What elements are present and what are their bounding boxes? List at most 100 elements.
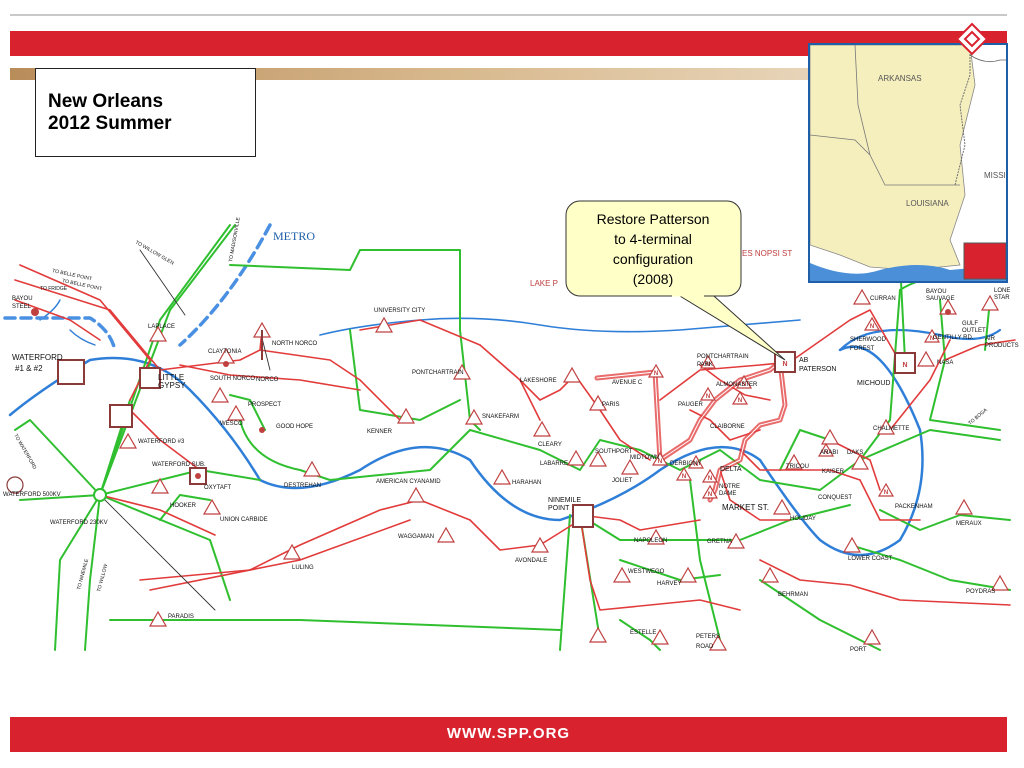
bayou-sauvage-label: BAYOU	[926, 289, 947, 295]
substation-icon	[842, 536, 862, 553]
lakeshore-label: LAKESHORE	[520, 378, 557, 384]
gulf-outlet-label: GULF	[962, 321, 978, 327]
substation-icon	[492, 468, 512, 485]
substation-icon	[876, 418, 896, 435]
substation-icon	[436, 526, 456, 543]
nasa-label: NASA	[937, 360, 953, 366]
southport-label: SOUTHPORT	[595, 449, 633, 455]
header-rule	[10, 14, 1007, 16]
substation-icon	[148, 610, 168, 627]
to-waterford-label: TO WATERFORD	[12, 433, 37, 471]
little-gypsy-station-icon	[139, 367, 161, 389]
nopsi-marker-icon: N	[682, 474, 686, 480]
substation-icon	[708, 634, 728, 651]
spp-diamond-logo-icon	[955, 22, 989, 56]
sherwood-forest-label: SHERWOOD	[850, 337, 887, 343]
waterford-500-label: WATERFORD 500KV	[3, 492, 61, 498]
nopsi-marker-icon: N	[824, 450, 828, 456]
substation-icon	[650, 628, 670, 645]
substation-icon	[530, 536, 550, 553]
waterford3-station-icon	[109, 404, 133, 428]
red-lines	[14, 264, 1016, 611]
substation-icon	[302, 460, 322, 477]
delta-label: DELTA	[720, 466, 742, 473]
estelle-label: ESTELLE	[630, 630, 656, 636]
callout-box: Restore Patterson to 4-terminal configur…	[565, 200, 786, 361]
svg-text:ROAD: ROAD	[696, 644, 714, 650]
derbigny-label: DERBIGNY	[670, 461, 701, 467]
port-label: PORT	[850, 647, 867, 653]
hooker-label: HOOKER	[170, 503, 197, 509]
waterford12-label: WATERFORD	[12, 353, 63, 362]
ab-paterson-label: AB	[799, 357, 809, 364]
notre-dame-label: NOTRE	[719, 484, 740, 490]
michoud-label: MICHOUD	[857, 380, 890, 387]
luling-label: LULING	[292, 565, 314, 571]
callout-line-4: (2008)	[633, 271, 673, 287]
westwego-label: WESTWEGO	[628, 569, 665, 575]
waterford-230-label: WATERFORD 230KV	[50, 520, 108, 526]
lone-star-label: LONE	[994, 288, 1010, 294]
labarre-label: LABARRE	[540, 461, 568, 467]
substation-icon	[562, 366, 582, 383]
nopsi-marker-icon: N	[706, 394, 710, 400]
substation-icon	[646, 528, 666, 545]
snakefarm-label: SNAKEFARM	[482, 414, 519, 420]
kenner-label: KENNER	[367, 429, 393, 435]
green-lines	[14, 224, 1011, 651]
nopsi-marker-icon: N	[706, 362, 710, 368]
substation-icon	[374, 316, 394, 333]
inset-label-arkansas: ARKANSAS	[878, 74, 922, 83]
arabi-label: ARABI	[820, 450, 838, 456]
footer-url-link[interactable]: WWW.SPP.ORG	[446, 725, 571, 742]
inset-label-mississippi: MISSIS	[984, 171, 1006, 180]
michoud-station-icon	[894, 352, 916, 374]
napoleon-label: NAPOLEON	[634, 538, 667, 544]
oxytaft-label: OXYTAFT	[204, 485, 232, 491]
svg-text:GYPSY: GYPSY	[158, 381, 186, 390]
nopsi-marker-icon: N	[782, 361, 787, 368]
packenham-label: PACKENHAM	[895, 504, 933, 510]
substation-icon	[452, 363, 472, 380]
nopsi-marker-icon: N	[738, 398, 742, 404]
tricou-label: TRICOU	[786, 464, 809, 470]
river-to-gulf	[838, 328, 1002, 352]
inset-gulf	[810, 263, 1006, 281]
west-dashed	[3, 316, 117, 352]
nopsi-marker-icon: N	[654, 371, 658, 377]
market-st-label: MARKET ST.	[722, 503, 769, 512]
lower-coast-label: LOWER COAST	[848, 556, 893, 562]
waterford-station-icon	[57, 359, 85, 385]
svg-text:PARK: PARK	[697, 362, 713, 368]
substation-icon	[464, 408, 484, 425]
claiborne-label: CLAIBORNE	[710, 424, 745, 430]
chalmette-label: CHALMETTE	[873, 426, 909, 432]
south-norco-label: SOUTH NORCO	[210, 376, 255, 382]
svg-text:OUTLET: OUTLET	[962, 328, 986, 334]
title-line-2: 2012 Summer	[48, 113, 172, 134]
substation-icon	[226, 404, 246, 421]
metro-dashed	[178, 223, 272, 347]
substation-icon	[406, 486, 426, 503]
ninemile-label: NINEMILE	[548, 497, 581, 504]
substation-icon	[980, 294, 1000, 311]
harvey-label: HARVEY	[657, 581, 682, 587]
svg-text:SAUVAGE: SAUVAGE	[926, 296, 955, 302]
map-labels: METRO LAKE P ES NOPSI ST BAYOU STEEL WAT…	[3, 216, 1019, 653]
to-willow-label: TO WILLOW	[96, 563, 109, 592]
footer-band: WWW.SPP.ORG	[10, 717, 1007, 752]
substation-icon	[726, 532, 746, 549]
prospect-label: PROSPECT	[248, 402, 281, 408]
midtown-label: MIDTOWN	[630, 455, 659, 461]
generating-stations	[57, 351, 916, 528]
svg-text:FOREST: FOREST	[850, 346, 875, 352]
destrehan-label: DESTREHAN	[284, 483, 321, 489]
substation-icon	[588, 450, 608, 467]
station-dots	[31, 308, 951, 479]
svg-text:POINT: POINT	[548, 505, 570, 512]
to-willow-glen-label: TO WILLOW GLEN	[134, 240, 175, 267]
university-city-label: UNIVERSITY CITY	[374, 308, 425, 314]
substation-icon	[566, 449, 586, 466]
holiday-label: HOLIDAY	[790, 516, 816, 522]
metro-label: METRO	[273, 229, 315, 243]
